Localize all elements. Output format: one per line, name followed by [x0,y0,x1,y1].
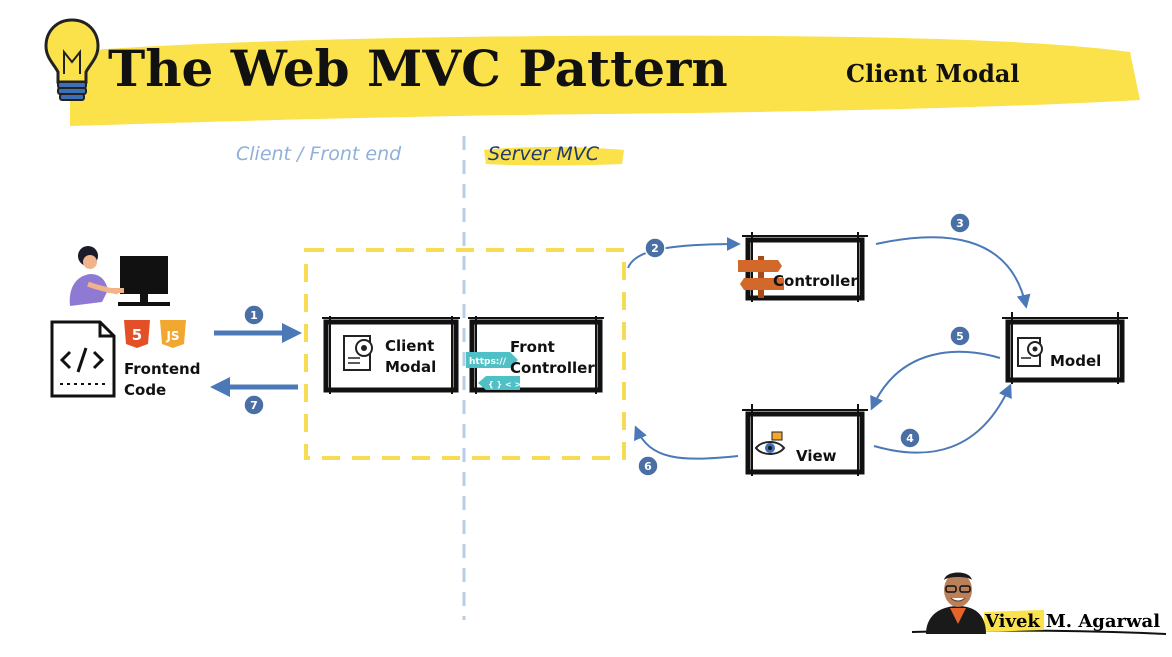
svg-text:https://: https:// [469,357,507,367]
page-title: The Web MVC Pattern [108,39,728,98]
client-modal-box: Client Modal [322,316,460,394]
step-badge-2: 2 [644,237,666,259]
svg-text:JS: JS [165,329,179,343]
step-badge-3: 3 [949,212,971,234]
svg-text:1: 1 [250,309,258,322]
developer-icon [69,246,170,306]
arrow-step-6 [634,425,739,460]
client-region [304,248,626,460]
svg-text:6: 6 [644,460,652,473]
author-first-name: Vivek [984,611,1040,632]
step-badge-6: 6 [637,455,659,477]
author-avatar [926,572,986,634]
svg-text:{ } < >: { } < > [488,380,521,389]
view-label: View [796,447,837,465]
svg-text:7: 7 [250,399,258,412]
lightbulb-icon [44,18,100,101]
model-label: Model [1050,352,1101,370]
frontend-label-line1: Frontend [124,360,200,378]
https-tag-icon: https:// [466,352,518,368]
model-gear-icon [1017,337,1043,367]
controller-label: Controller [773,272,858,290]
js-icon: JS [160,320,186,348]
author-last-name: M. Agarwal [1046,611,1160,632]
html5-icon: 5 [124,320,150,348]
client-modal-label-line2: Modal [385,358,436,376]
arrow-step-3 [875,236,1031,309]
svg-text:4: 4 [906,432,914,445]
server-label-highlight [484,147,624,166]
title-highlight [70,35,1140,126]
front-controller-label-line2: Controller [510,359,595,377]
svg-text:5: 5 [956,330,964,343]
front-controller-label-line1: Front [510,338,555,356]
server-section-label: Server MVC [488,143,600,165]
svg-text:5: 5 [132,326,142,344]
code-tag-icon: { } < > [478,376,521,390]
eye-icon [754,431,786,455]
front-controller-box: https:// { } < > Front Controller [466,316,604,394]
step-badge-5: 5 [949,325,971,347]
author-highlight [984,610,1044,632]
client-section-label: Client / Front end [236,143,402,165]
document-gear-icon [343,335,373,371]
controller-box: Controller [738,232,868,302]
client-modal-label-line1: Client [385,337,434,355]
view-box: View [742,404,868,476]
svg-text:3: 3 [956,217,964,230]
arrow-step-5 [870,350,1001,411]
signpost-icon [738,256,784,298]
step-badge-4: 4 [899,427,921,449]
author-name: Vivek M. Agarwal [984,611,1160,632]
svg-text:2: 2 [651,242,659,255]
page-subtitle: Client Modal [846,59,1020,88]
frontend-label-line2: Code [124,381,166,399]
step-badge-7: 7 [243,394,265,416]
code-file-icon [50,320,116,398]
arrow-step-4 [873,383,1012,454]
step-badge-1: 1 [243,304,265,326]
model-box: Model [1002,312,1128,384]
